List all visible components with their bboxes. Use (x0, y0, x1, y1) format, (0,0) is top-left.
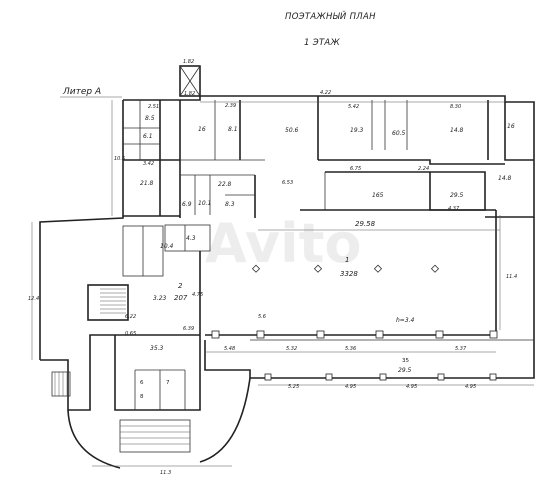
column-marker (313, 264, 323, 273)
dim-114: 11.4 (506, 274, 517, 280)
dim-top-wall: 4.22 (320, 90, 331, 96)
dim-548: 5.48 (224, 346, 235, 352)
column (325, 373, 333, 381)
dim-536: 5.36 (345, 346, 356, 352)
stair-shaft-diag2 (179, 65, 201, 97)
room-38-area: 14.8 (498, 175, 512, 182)
room-24-area: 4.3 (186, 235, 196, 242)
room-8-num: 8 (140, 394, 144, 400)
room-3-area: 3.23 (153, 295, 167, 302)
room-18-area: 8.1 (228, 126, 238, 133)
floor-label: 1 ЭТАЖ (304, 38, 341, 48)
dim-251: 2.51 (148, 104, 159, 110)
wall-lower-left (40, 334, 200, 411)
dim-124: 12.4 (28, 296, 39, 302)
column-marker (373, 264, 383, 273)
dim-h34: h=3.4 (396, 317, 415, 324)
lower-gallery-wall (204, 340, 535, 379)
plan-title: ПОЭТАЖНЫЙ ПЛАН (285, 10, 376, 22)
room-34-area: 16 (507, 123, 515, 130)
dim-525: 5.25 (288, 384, 299, 390)
porch-curve-left (67, 409, 121, 469)
room-21-area: 8.3 (225, 201, 235, 208)
stair-well (87, 284, 129, 321)
dim-224: 2.24 (418, 166, 429, 172)
dim-675: 6.75 (350, 166, 361, 172)
column (379, 373, 387, 381)
dim-830: 8.30 (450, 104, 461, 110)
dim-stair: 1.82 (184, 91, 195, 97)
room-2-area: 207 (174, 294, 188, 302)
room-7-num: 7 (166, 380, 170, 386)
dim-2958: 29.58 (355, 220, 376, 228)
room-23-area: 6.9 (182, 201, 192, 208)
dim-495c: 4.95 (465, 384, 476, 390)
column (435, 330, 444, 339)
stair-shaft-top (179, 65, 201, 97)
dim-653: 6.53 (282, 180, 293, 186)
dim-622: 6.22 (125, 314, 136, 320)
column (264, 373, 272, 381)
room-10-area: 35.3 (150, 345, 164, 352)
column-marker (430, 264, 440, 273)
room-35-area: 165 (372, 192, 384, 199)
column (375, 330, 384, 339)
dim-105: 10.5 (114, 156, 125, 162)
outer-steps-left (51, 371, 71, 397)
room-31-area: 60.5 (392, 130, 406, 137)
watermark-text: Avito (205, 212, 362, 275)
porch-curve-right (199, 377, 251, 463)
room-19-area: 10.4 (160, 243, 174, 250)
room-33-area: 14.8 (450, 127, 464, 134)
dim-065: 0.65 (125, 331, 136, 337)
dim-495b: 4.95 (406, 384, 417, 390)
room-17-area: 16 (198, 126, 206, 133)
column (316, 330, 325, 339)
dim-537: 5.37 (455, 346, 467, 352)
dim-542: 5.42 (348, 104, 359, 110)
room-box (164, 224, 211, 252)
room-2-num: 2 (178, 282, 183, 290)
column (211, 330, 220, 339)
dim-113: 11.3 (160, 470, 171, 476)
room-13-area: 6.1 (143, 133, 153, 140)
room-20-area: 50.6 (285, 127, 299, 134)
room-39-num: 35 (402, 358, 409, 364)
room-11-area: 21.8 (140, 180, 154, 187)
dim-639: 6.39 (183, 326, 194, 332)
dim-stair-top: 1.82 (183, 59, 194, 65)
litera-label: Литер А (62, 87, 101, 97)
room-1-area: 3328 (340, 270, 358, 278)
dim-475: 4.75 (192, 292, 203, 298)
dim-437: 4.37 (448, 206, 460, 212)
room-12-area: 8.5 (145, 115, 155, 122)
dim-56: 5.6 (258, 314, 266, 320)
room-32-area: 29.5 (450, 192, 464, 199)
entrance-block (114, 335, 201, 411)
dim-239: 2.39 (225, 103, 236, 109)
wall-right-sub (504, 102, 534, 161)
dim-495a: 4.95 (345, 384, 356, 390)
wall-room-34 (325, 171, 486, 211)
room-30-area: 19.3 (350, 127, 364, 134)
wall-corridor (318, 159, 505, 165)
room-22-area: 10.1 (198, 200, 211, 207)
outer-wall-top (123, 95, 535, 218)
column (437, 373, 445, 381)
column-marker (251, 264, 261, 273)
column (256, 330, 265, 339)
room-1-num: 1 (345, 256, 349, 264)
column (489, 330, 498, 339)
entrance-steps (119, 419, 191, 453)
dim-342: 3.42 (143, 161, 154, 167)
column (489, 373, 497, 381)
room-6-num: 6 (140, 380, 144, 386)
dim-532: 5.32 (286, 346, 297, 352)
stair-treads (100, 288, 126, 314)
room-15-area: 22.8 (218, 181, 232, 188)
outer-wall-left (39, 100, 124, 360)
room-39-area: 29.5 (398, 367, 412, 374)
